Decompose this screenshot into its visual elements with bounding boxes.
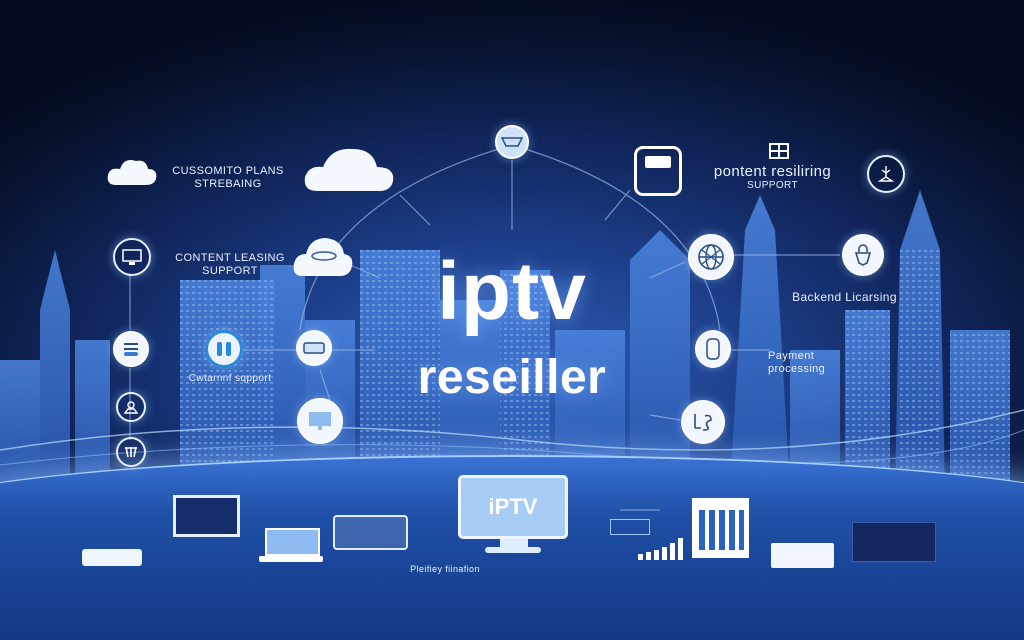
plant-icon bbox=[867, 155, 905, 193]
center-tv: iPTV bbox=[458, 475, 568, 539]
user-icon bbox=[116, 392, 146, 422]
set-top-box bbox=[82, 549, 142, 566]
title-iptv: iptv bbox=[437, 246, 587, 337]
label-backend-licensing: Backend Licarsing bbox=[792, 290, 897, 304]
lock-icon bbox=[842, 234, 884, 276]
tv-base bbox=[485, 547, 541, 553]
tv-logo: iPTV bbox=[488, 494, 538, 519]
label-customer-support: Cwtarnnf sqpport bbox=[188, 373, 272, 384]
desktop-monitor bbox=[173, 495, 240, 537]
signal-bars-icon bbox=[638, 534, 688, 560]
monitor-icon bbox=[297, 398, 343, 444]
tv-stand bbox=[500, 539, 528, 547]
server-rack-icon bbox=[692, 498, 749, 558]
device-icon bbox=[634, 146, 682, 196]
laptop-screen bbox=[265, 528, 320, 556]
title-reseller: reseiller bbox=[417, 351, 607, 404]
city-skyline bbox=[0, 190, 1024, 490]
globe-icon bbox=[688, 234, 734, 280]
laptop-base bbox=[259, 556, 323, 562]
pause-icon bbox=[205, 330, 243, 368]
signal-icon bbox=[116, 437, 146, 467]
card-icon bbox=[296, 330, 332, 366]
cloud-icon bbox=[293, 238, 353, 276]
cloud-icon bbox=[107, 160, 157, 185]
label-platform: Pleifiey fiinafion bbox=[410, 564, 480, 574]
router-icon bbox=[771, 543, 834, 568]
dollar-icon bbox=[681, 400, 725, 444]
phone-icon bbox=[695, 330, 731, 368]
van-icon bbox=[333, 515, 408, 550]
cloud-icon bbox=[304, 148, 394, 191]
list-icon bbox=[113, 331, 149, 367]
grid-icon bbox=[769, 143, 789, 159]
screen-panel bbox=[852, 522, 936, 562]
mask-icon bbox=[495, 125, 529, 159]
small-panel bbox=[610, 519, 650, 535]
monitor-icon bbox=[113, 238, 151, 276]
